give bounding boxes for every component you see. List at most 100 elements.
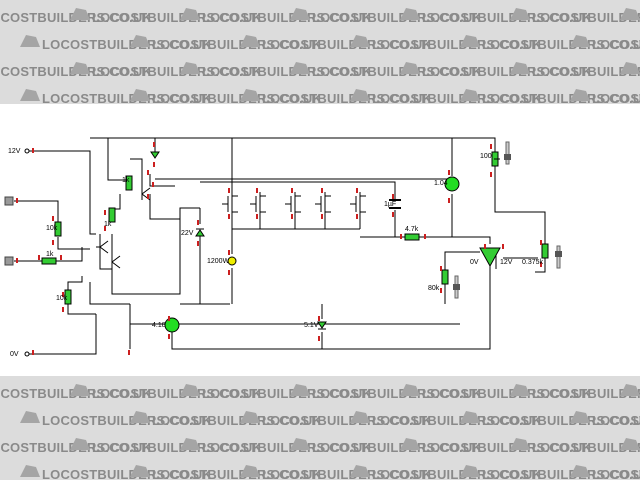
watermark-text: LOCOSTBUILDERS.CO.UK bbox=[202, 440, 373, 455]
watermark-logo-icon bbox=[20, 411, 40, 423]
watermark-logo-icon bbox=[180, 62, 200, 74]
label-pot-100: 100 bbox=[480, 153, 492, 160]
pin-marker bbox=[228, 214, 230, 219]
pin-marker bbox=[318, 316, 320, 321]
label-zener-22v: 22V bbox=[181, 230, 194, 237]
watermark-logo-icon bbox=[130, 465, 150, 477]
slider-knob-100[interactable] bbox=[504, 154, 511, 160]
watermark-logo-icon bbox=[400, 8, 420, 20]
pin-marker bbox=[400, 234, 402, 239]
slider-track-100[interactable] bbox=[505, 141, 510, 165]
label-pot-0-375k: 0.375k bbox=[522, 259, 544, 266]
label-cap: 1µF bbox=[384, 201, 396, 208]
watermark-logo-icon bbox=[290, 384, 310, 396]
pin-marker bbox=[448, 170, 450, 175]
watermark-text: LOCOSTBUILDERS.CO.UK bbox=[592, 91, 640, 104]
watermark-logo-icon bbox=[400, 384, 420, 396]
pin-marker bbox=[147, 170, 149, 175]
watermark-logo-icon bbox=[400, 62, 420, 74]
driver-stage-1 bbox=[222, 192, 238, 216]
watermark-text: LOCOSTBUILDERS.CO.UK bbox=[262, 91, 433, 104]
pin-marker bbox=[52, 240, 54, 245]
resistor-10k-left bbox=[54, 221, 62, 237]
label-0v: 0V bbox=[10, 351, 19, 358]
resistor-1k-input bbox=[41, 257, 57, 265]
label-r1k-top: 1k bbox=[122, 177, 130, 184]
sliders bbox=[453, 141, 562, 299]
pin-marker bbox=[168, 316, 170, 321]
watermark-text: LOCOSTBUILDERS.CO.UK bbox=[532, 64, 640, 79]
pin-marker bbox=[392, 212, 394, 217]
pin-marker bbox=[318, 336, 320, 341]
label-r4-7k: 4.7k bbox=[405, 226, 419, 233]
label-zener-5-1v: 5.1V bbox=[304, 322, 319, 329]
resistor-1k-top bbox=[125, 175, 133, 191]
watermark-text: LOCOSTBUILDERS.CO.UK bbox=[532, 440, 640, 455]
watermark-text: LOCOSTBUILDERS.CO.UK bbox=[92, 440, 263, 455]
watermark-text: LOCOSTBUILDERS.CO.UK bbox=[532, 386, 640, 401]
watermark-logo-icon bbox=[620, 62, 640, 74]
pin-marker bbox=[147, 194, 149, 199]
transistor-q3 bbox=[111, 255, 121, 269]
indicators bbox=[164, 176, 460, 333]
driver-stage-5 bbox=[350, 192, 366, 216]
slider-knob-0-375k[interactable] bbox=[555, 251, 562, 257]
pin-marker bbox=[128, 350, 130, 355]
driver-stage-2 bbox=[250, 192, 266, 216]
watermark-text: LOCOSTBUILDERS.CO.UK bbox=[482, 413, 640, 428]
watermark-logo-icon bbox=[460, 35, 480, 47]
label-opamp-out: 12V bbox=[500, 259, 513, 266]
watermark-text: LOCOSTBUILDERS.CO.UK bbox=[422, 386, 593, 401]
watermark-logo-icon bbox=[180, 384, 200, 396]
slider-knob-80k[interactable] bbox=[453, 284, 460, 290]
label-lamp: 1200W bbox=[207, 258, 230, 265]
pin-marker bbox=[38, 255, 40, 260]
label-r1k-mid: 1k bbox=[104, 221, 112, 228]
watermark-text: LOCOSTBUILDERS.CO.UK bbox=[482, 37, 640, 52]
watermark-text: LOCOSTBUILDERS.CO.UK bbox=[152, 413, 323, 428]
watermark-text: LOCOSTBUILDERS.CO.UK bbox=[422, 10, 593, 25]
resistor-10k-bottom bbox=[64, 289, 72, 305]
wires bbox=[14, 137, 546, 355]
watermark-logo-icon bbox=[240, 411, 260, 423]
watermark-logo-icon bbox=[510, 8, 530, 20]
watermark-text: LOCOSTBUILDERS.CO.UK bbox=[372, 467, 543, 480]
watermark-text: LOCOSTBUILDERS.CO.UK bbox=[152, 91, 323, 104]
pin-marker bbox=[16, 258, 18, 263]
pin-marker bbox=[228, 270, 230, 275]
watermark-logo-icon bbox=[510, 438, 530, 450]
pin-marker bbox=[256, 188, 258, 193]
input-switch-2[interactable] bbox=[4, 256, 14, 266]
watermark-logo-icon bbox=[290, 8, 310, 20]
watermark-text: LOCOSTBUILDERS.CO.UK bbox=[532, 10, 640, 25]
watermark-logo-icon bbox=[620, 384, 640, 396]
driver-stage-4 bbox=[315, 192, 331, 216]
watermark-logo-icon bbox=[20, 89, 40, 101]
pin-marker bbox=[62, 292, 64, 297]
watermark-logo-icon bbox=[510, 384, 530, 396]
label-opamp-in: 0V bbox=[470, 259, 479, 266]
pin-marker bbox=[104, 226, 106, 231]
watermark-logo-icon bbox=[20, 35, 40, 47]
watermark-logo-icon bbox=[70, 8, 90, 20]
meter-left bbox=[164, 317, 180, 333]
pin-marker bbox=[291, 188, 293, 193]
watermark-logo-icon bbox=[620, 8, 640, 20]
watermark-text: LOCOSTBUILDERS.CO.UK bbox=[202, 64, 373, 79]
watermark-text: LOCOSTBUILDERS.CO.UK bbox=[202, 386, 373, 401]
circuit-schematic: 12V 0V 1k 10k 1k 1k 10k 22V 1200W 1.04 4… bbox=[4, 137, 562, 358]
driver-stage-3 bbox=[285, 192, 301, 216]
zener-22v bbox=[195, 229, 205, 237]
watermark-text: LOCOSTBUILDERS.CO.UK bbox=[202, 10, 373, 25]
diode-top bbox=[150, 151, 160, 159]
potentiometers bbox=[441, 151, 549, 285]
watermark-logo-icon bbox=[350, 89, 370, 101]
input-switch-1[interactable] bbox=[4, 196, 14, 206]
pin-marker bbox=[60, 255, 62, 260]
watermark-text: LOCOSTBUILDERS.CO.UK bbox=[262, 467, 433, 480]
watermark-text: LOCOSTBUILDERS.CO.UK bbox=[592, 413, 640, 428]
pin-marker bbox=[502, 244, 504, 249]
pin-marker bbox=[256, 214, 258, 219]
watermark-text: LOCOSTBUILDERS.CO.UK bbox=[372, 37, 543, 52]
